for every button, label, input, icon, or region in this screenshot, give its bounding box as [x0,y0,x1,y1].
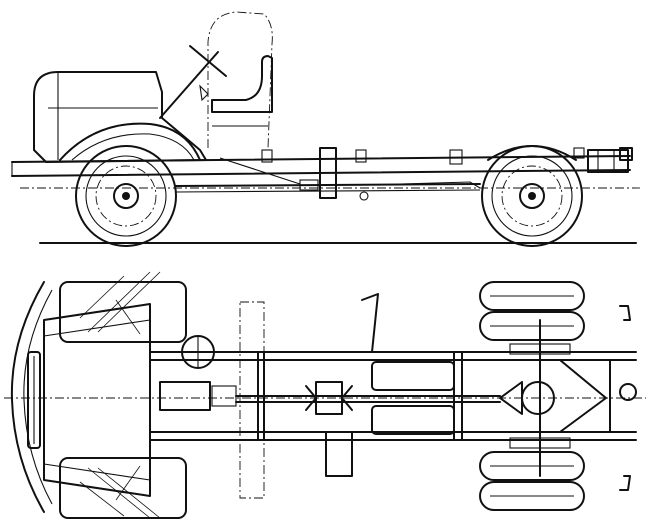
steering-wheel-top [181,335,215,369]
top-view [4,271,646,519]
steering-column [159,51,219,119]
front-fender [59,122,201,161]
side-frame [11,147,640,189]
side-view [11,11,640,247]
gearbox [159,381,211,411]
drive-shaft-top [235,381,501,415]
cab-floor [239,301,265,499]
hood-top [43,303,151,497]
cab-outline [207,11,273,149]
seat [211,55,273,113]
rear-wheels-top-right [479,451,585,511]
radiator-grille [27,351,41,449]
fuel-tanks [371,361,455,435]
drive-shaft-side [175,147,481,201]
engine-hood [33,71,207,163]
front-fender-top-left [59,271,187,343]
rear-wheels-top-left [479,281,585,341]
battery-box [325,431,353,477]
rear-wheel-side [481,145,583,247]
steering-wheel-side [189,45,227,77]
front-wheel-side [75,145,177,247]
front-fender-top-right [59,457,187,519]
rear-bracket-top [619,305,631,321]
exhaust-pipe [361,293,379,353]
rear-springs [509,343,571,449]
front-bumper [10,281,45,513]
